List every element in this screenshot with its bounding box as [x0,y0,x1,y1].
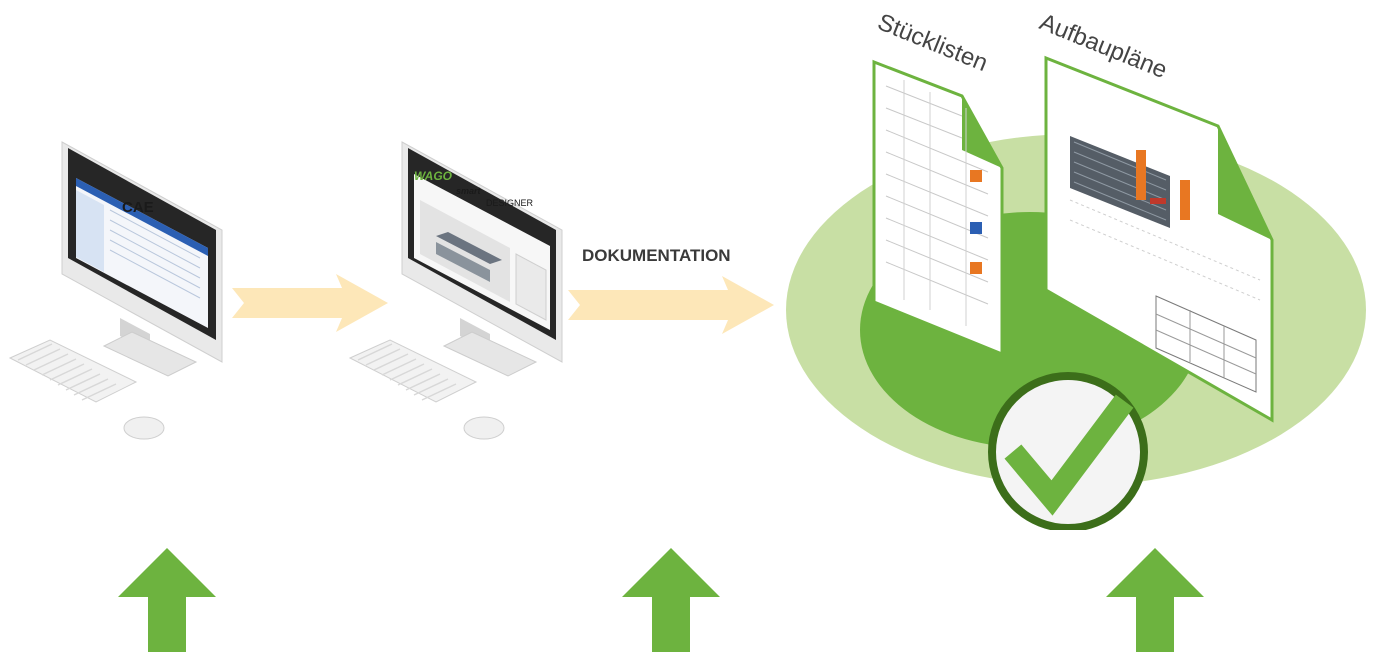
cae-label: CAE [122,199,154,216]
checkmark-icon [988,372,1148,530]
mouse [463,416,505,440]
wago-logo: WAGO [414,169,453,183]
designer-screen: WAGO smart DESIGNER [414,169,550,330]
keyboard [8,339,138,403]
app-name: DESIGNER [486,198,534,208]
dokumentation-label: DOKUMENTATION [582,246,731,265]
right-arrow-icon [568,276,774,334]
stuecklisten-document [872,59,1004,357]
right-arrow-icon [232,274,388,332]
result-area: Stücklisten Aufbaupläne [786,9,1366,530]
up-arrow-icon [622,548,720,652]
aufbauplaene-document [1044,55,1274,423]
stuecklisten-label: Stücklisten [874,9,992,78]
up-arrow-icon [1106,548,1204,652]
up-arrow-icon [118,548,216,652]
keyboard [348,339,478,403]
mouse [123,416,165,440]
cae-screen: CAE [76,178,208,328]
app-name-italic: smart [456,186,482,196]
workstation-cae: CAE [8,141,223,440]
workstation-smart-designer: WAGO smart DESIGNER [348,141,563,440]
